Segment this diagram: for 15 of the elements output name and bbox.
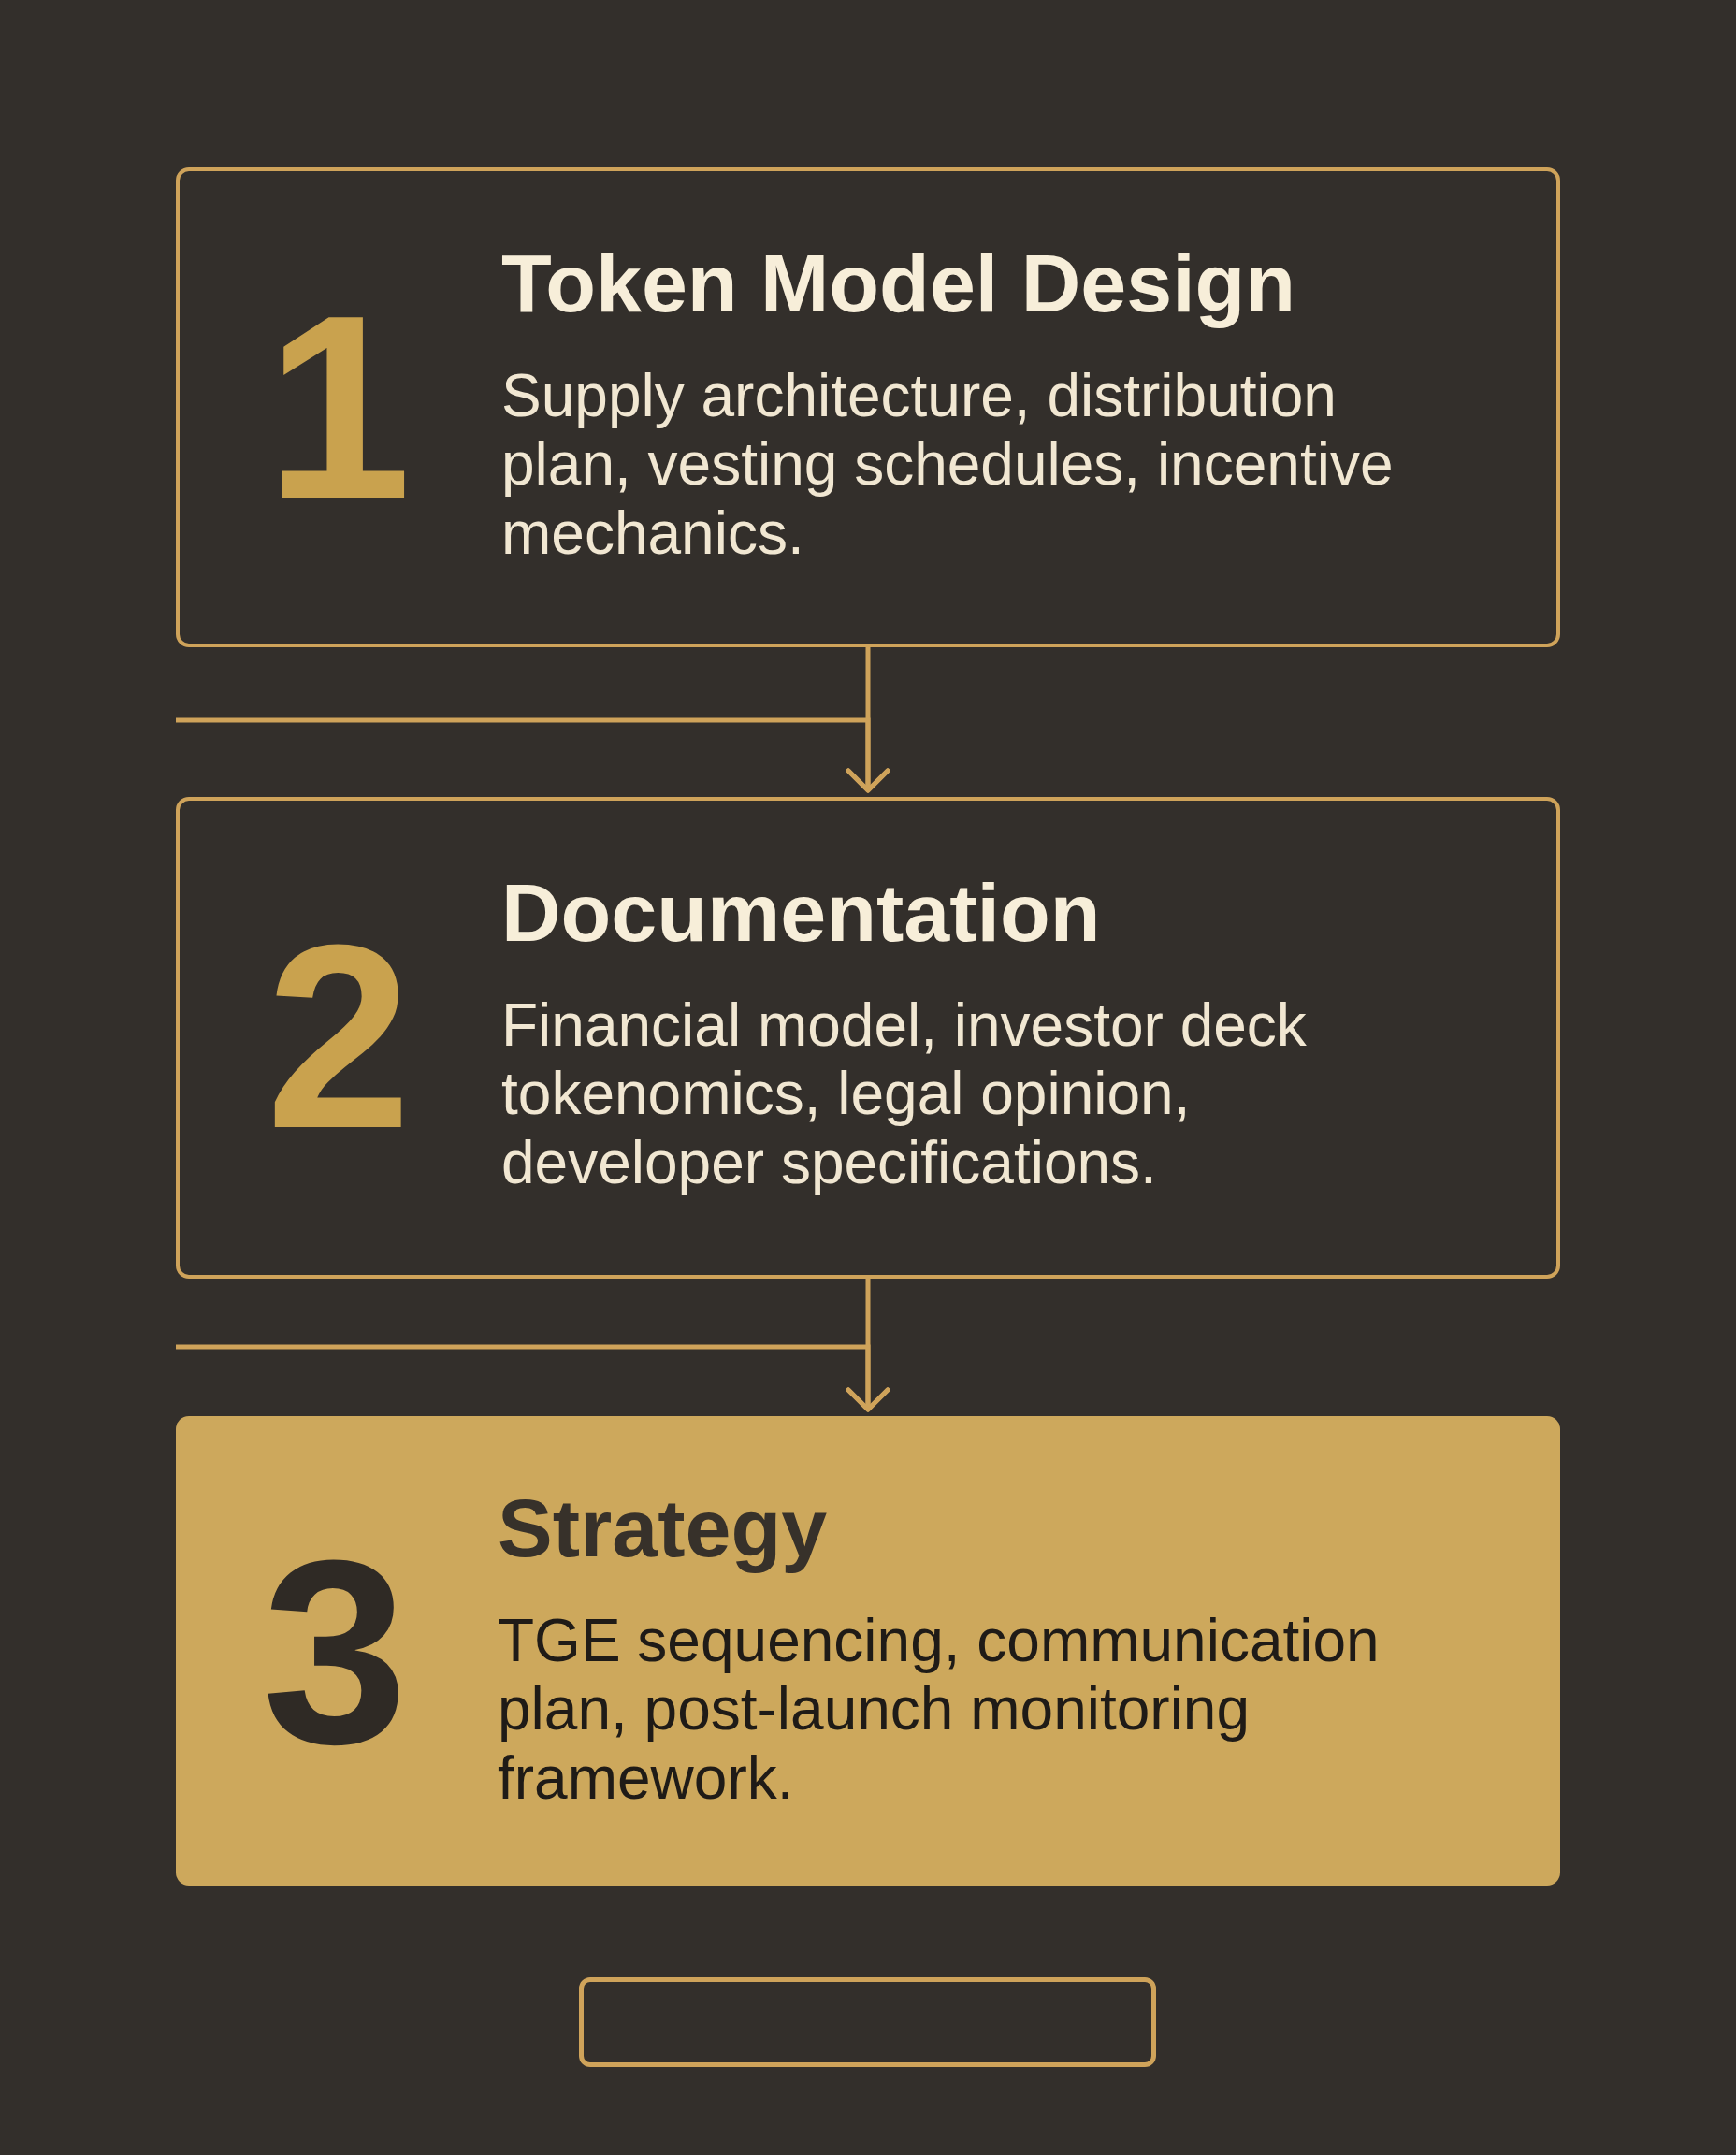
step-number: 2 — [265, 905, 412, 1167]
step-number: 3 — [261, 1521, 409, 1783]
step-description: Financial model, investor deck tokenomics, legal opinion, developer specifications. — [501, 991, 1308, 1198]
step-title: Documentation — [501, 868, 1101, 959]
arrow — [176, 1344, 890, 1412]
step-card — [176, 797, 1560, 1279]
step-card — [176, 1416, 1560, 1886]
step-description: TGE sequencing, communication plan, post-launch monitoring framework. — [498, 1606, 1381, 1814]
step-title: Token Model Design — [501, 239, 1296, 329]
empty-frame — [579, 1977, 1156, 2067]
step-description: Supply architecture, distribution plan, vesting schedules, incentive mechanics. — [501, 361, 1395, 569]
step-number: 1 — [265, 276, 412, 538]
step-title: Strategy — [498, 1483, 828, 1574]
step-card — [176, 167, 1560, 647]
arrow — [176, 717, 890, 793]
